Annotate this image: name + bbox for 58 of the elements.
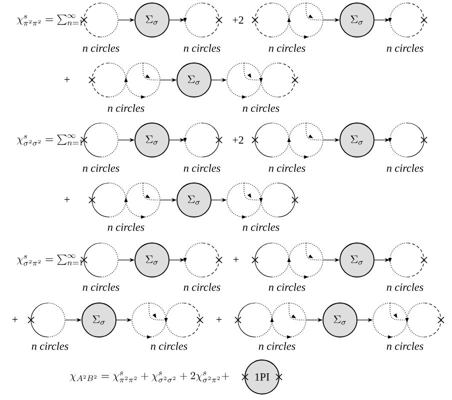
loop-circle — [287, 122, 324, 159]
loop-circle — [92, 62, 126, 98]
loop-circle — [254, 2, 290, 38]
loop-circle — [226, 62, 263, 99]
plus-sign: + — [12, 316, 18, 322]
loop-count-label: n circles — [386, 164, 424, 172]
loop-count-label: n circles — [32, 342, 68, 350]
loop-circle — [30, 302, 66, 338]
loop-count-label: n circles — [386, 44, 424, 52]
loop-count-label: n circles — [184, 44, 220, 52]
loop-count-label: n circles — [386, 283, 424, 291]
loop-circle — [124, 182, 160, 219]
loop-circle — [287, 242, 324, 279]
loop-count-label: n circles — [82, 164, 120, 172]
loop-circle — [260, 62, 296, 98]
loop-count-label: n circles — [268, 164, 306, 172]
loop-count-label: n circles — [268, 44, 306, 52]
loop-circle — [183, 122, 220, 158]
loop-circle — [388, 242, 424, 278]
loop-circle — [388, 122, 424, 158]
loop-circle — [92, 182, 126, 218]
plus-sign: +2 — [232, 136, 244, 144]
loop-count-label: n circles — [386, 342, 424, 350]
plus-sign: + — [64, 76, 70, 82]
plus-sign: + — [64, 196, 70, 202]
plus-sign: + — [233, 256, 239, 262]
loop-count-label: n circles — [184, 164, 220, 172]
loop-circle — [254, 242, 290, 278]
loop-circle — [183, 242, 220, 278]
loop-count-label: n circles — [108, 223, 144, 231]
loop-circle — [260, 182, 296, 218]
loop-circle — [388, 2, 424, 38]
loop-circle — [406, 302, 442, 338]
loop-count-label: n circles — [242, 104, 280, 112]
loop-count-label: n circles — [82, 44, 120, 52]
loop-circle — [226, 182, 263, 219]
loop-circle — [124, 62, 160, 99]
loop-circle — [238, 302, 272, 338]
loop-circle — [84, 2, 118, 38]
loop-circle — [84, 242, 118, 278]
loop-count-label: n circles — [150, 342, 188, 350]
loop-count-label: n circles — [258, 342, 296, 350]
loop-circle — [287, 2, 324, 39]
loop-circle — [183, 2, 220, 38]
formula: $\chi_{A^2B^2}=\chi^{s}_{\pi^2\pi^2}+\chi^{s}_{\sigma^2\sigma^2}+2\chi^{s}_{\sigma^2\pi^2}+$ — [70, 372, 230, 382]
plus-sign: + — [216, 316, 222, 322]
loop-circle — [132, 302, 168, 339]
loop-count-label: n circles — [82, 283, 120, 291]
loop-count-label: n circles — [108, 104, 144, 112]
loop-circle — [166, 302, 200, 338]
loop-count-label: n circles — [184, 283, 220, 291]
loop-circle — [84, 122, 118, 158]
loop-circle — [372, 302, 409, 339]
loop-count-label: n circles — [268, 283, 306, 291]
loop-count-label: n circles — [242, 223, 280, 231]
loop-circle — [270, 302, 306, 339]
loop-circle — [254, 122, 290, 158]
plus-sign: +2 — [232, 16, 244, 24]
